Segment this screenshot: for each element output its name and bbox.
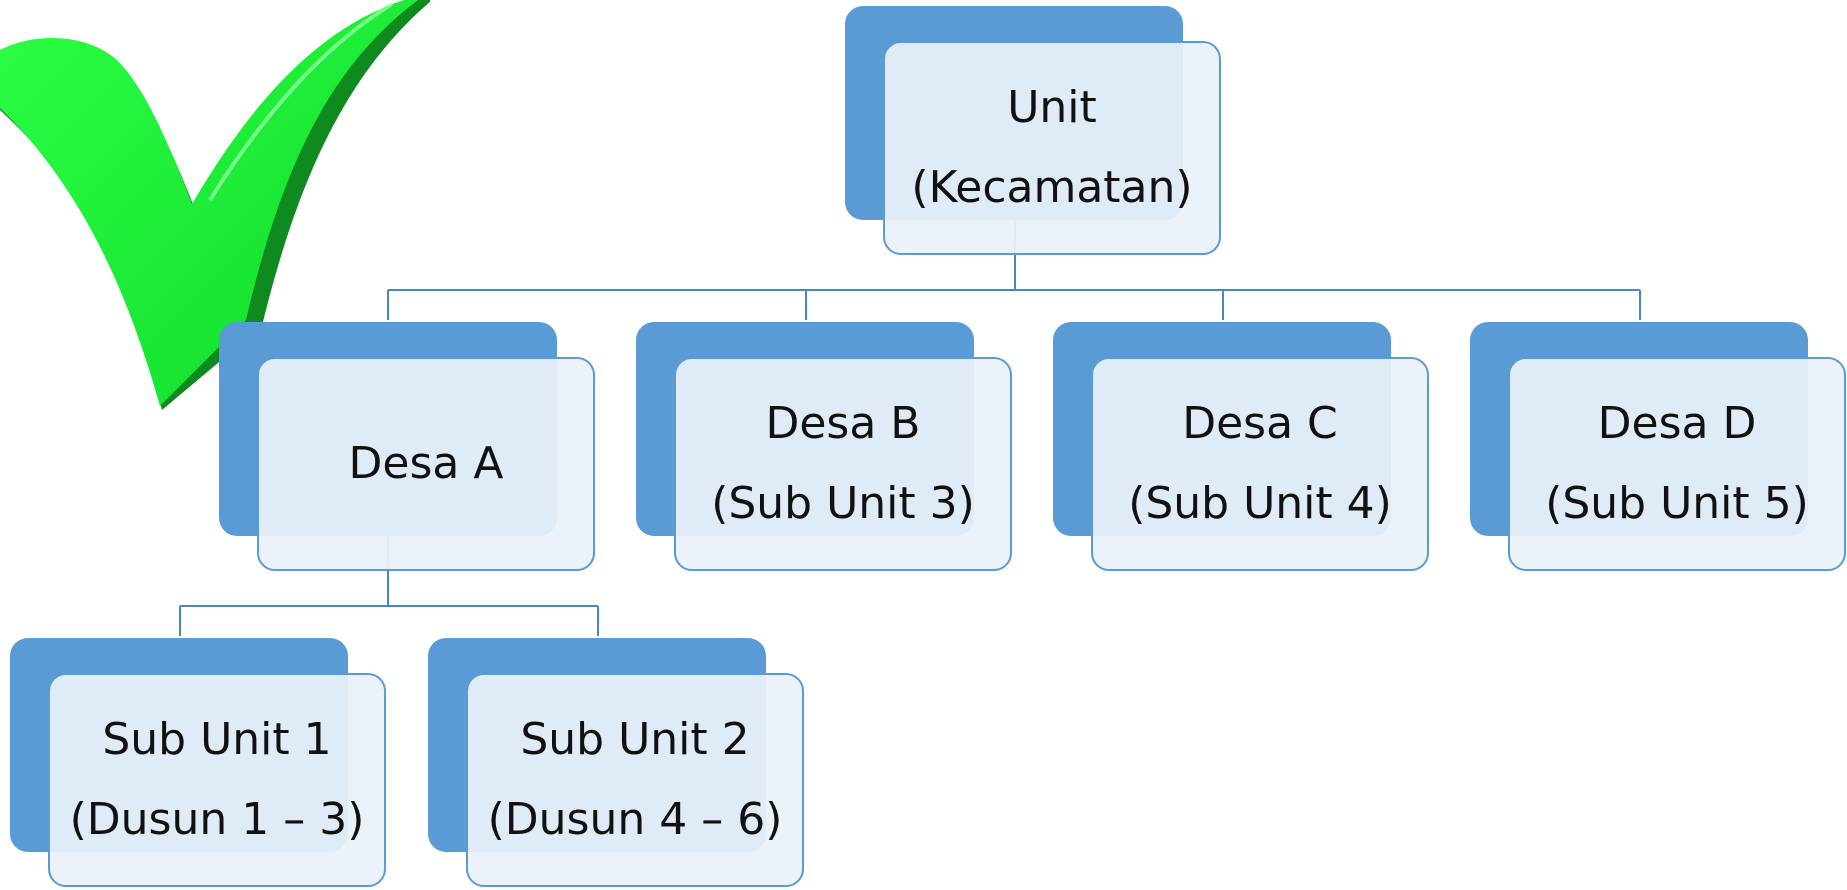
node-title: Unit bbox=[1007, 82, 1097, 133]
node-title: Desa C bbox=[1182, 398, 1338, 449]
node-box: Unit (Kecamatan) bbox=[883, 41, 1221, 255]
node-box: Desa B (Sub Unit 3) bbox=[674, 357, 1012, 571]
checkmark-icon bbox=[0, 0, 430, 410]
node-unit-kecamatan: Unit (Kecamatan) bbox=[845, 6, 1223, 256]
node-subtitle: (Kecamatan) bbox=[911, 162, 1193, 213]
node-subtitle: (Dusun 1 – 3) bbox=[69, 794, 365, 845]
node-title: Desa A bbox=[348, 438, 504, 489]
node-desa-b: Desa B (Sub Unit 3) bbox=[636, 322, 1014, 572]
node-box: Desa A bbox=[257, 357, 595, 571]
node-title: Sub Unit 2 bbox=[520, 714, 750, 765]
node-subtitle: (Dusun 4 – 6) bbox=[487, 794, 783, 845]
node-sub-unit-1: Sub Unit 1 (Dusun 1 – 3) bbox=[10, 638, 388, 888]
node-title: Desa D bbox=[1597, 398, 1757, 449]
node-desa-a: Desa A bbox=[219, 322, 597, 572]
node-sub-unit-2: Sub Unit 2 (Dusun 4 – 6) bbox=[428, 638, 806, 888]
node-box: Sub Unit 2 (Dusun 4 – 6) bbox=[466, 673, 804, 887]
node-subtitle: (Sub Unit 4) bbox=[1128, 478, 1392, 529]
node-box: Sub Unit 1 (Dusun 1 – 3) bbox=[48, 673, 386, 887]
node-title: Desa B bbox=[765, 398, 921, 449]
node-box: Desa D (Sub Unit 5) bbox=[1508, 357, 1846, 571]
node-subtitle: (Sub Unit 5) bbox=[1545, 478, 1809, 529]
node-desa-d: Desa D (Sub Unit 5) bbox=[1470, 322, 1847, 572]
node-title: Sub Unit 1 bbox=[102, 714, 332, 765]
node-box: Desa C (Sub Unit 4) bbox=[1091, 357, 1429, 571]
node-desa-c: Desa C (Sub Unit 4) bbox=[1053, 322, 1431, 572]
node-subtitle: (Sub Unit 3) bbox=[711, 478, 975, 529]
